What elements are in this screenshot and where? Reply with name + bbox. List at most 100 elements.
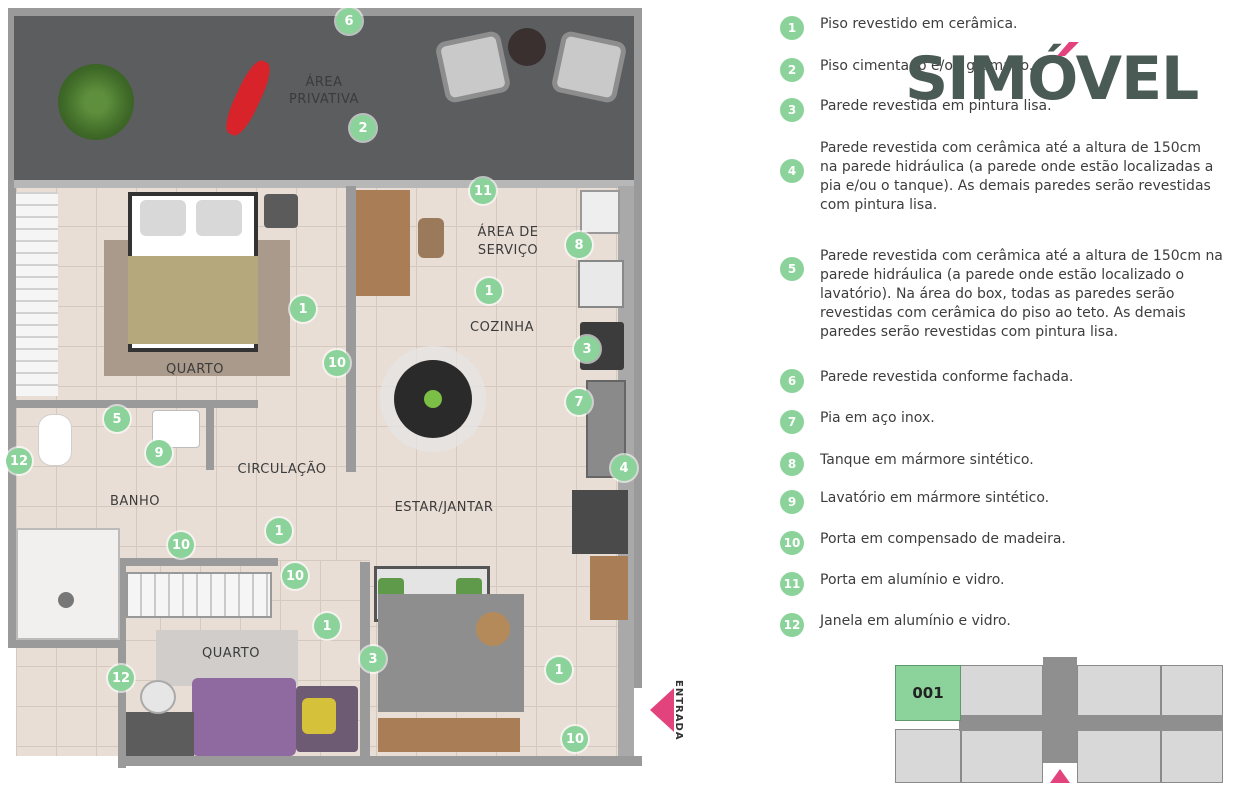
wall-banho-bottom xyxy=(8,640,120,648)
plan-badge: 10 xyxy=(168,532,194,558)
plan-badge: 12 xyxy=(108,665,134,691)
legend-text: Parede revestida conforme fachada. xyxy=(820,369,1074,385)
plan-badge: 7 xyxy=(566,389,592,415)
plan-badge: 10 xyxy=(324,350,350,376)
legend-number-badge: 11 xyxy=(780,572,804,596)
toilet xyxy=(38,414,72,466)
outer-wall-top xyxy=(8,8,642,18)
label-cozinha: COZINHA xyxy=(470,320,534,335)
plan-badge: 12 xyxy=(6,448,32,474)
plant-pot xyxy=(58,64,134,140)
pillow-bottom xyxy=(302,698,336,734)
shower-box xyxy=(16,528,120,640)
legend-number-badge: 7 xyxy=(780,410,804,434)
keyplan-unit xyxy=(1077,729,1161,783)
keyplan-unit xyxy=(961,729,1043,783)
legend-text: Piso cimentado e/ou gramado. xyxy=(820,58,1034,74)
legend-number-badge: 4 xyxy=(780,159,804,183)
bed-quarto-bottom xyxy=(192,678,296,756)
legend-number-badge: 3 xyxy=(780,98,804,122)
legend-item: 9 Lavatório em mármore sintético. xyxy=(780,489,1230,514)
side-table xyxy=(508,28,546,66)
plan-badge: 1 xyxy=(266,518,292,544)
rug-quarto-bottom xyxy=(156,630,298,686)
legend-item: 7 Pia em aço inox. xyxy=(780,409,1230,434)
plan-badge: 3 xyxy=(360,646,386,672)
chair-bottom xyxy=(140,680,176,714)
legend-number-badge: 2 xyxy=(780,58,804,82)
plan-badge: 11 xyxy=(470,178,496,204)
wall-quarto-right xyxy=(346,186,356,472)
legend-text: Parede revestida em pintura lisa. xyxy=(820,98,1052,114)
keyplan-core xyxy=(1043,657,1077,763)
table-plant xyxy=(424,390,442,408)
legend-number-badge: 1 xyxy=(780,16,804,40)
label-estar-jantar: ESTAR/JANTAR xyxy=(394,500,494,515)
plan-badge: 1 xyxy=(476,278,502,304)
legend-number-badge: 5 xyxy=(780,257,804,281)
plan-badge: 4 xyxy=(611,455,637,481)
legend-item: 6 Parede revestida conforme fachada. xyxy=(780,368,1230,393)
plan-badge: 1 xyxy=(290,296,316,322)
legend-text: Porta em alumínio e vidro. xyxy=(820,572,1005,588)
legend-number-badge: 8 xyxy=(780,452,804,476)
bed-blanket xyxy=(128,256,258,344)
legend-text: Pia em aço inox. xyxy=(820,410,935,426)
legend-item: 3 Parede revestida em pintura lisa. xyxy=(780,97,1230,122)
shelf xyxy=(590,556,628,620)
living-rug xyxy=(378,594,524,712)
coffee-table xyxy=(476,612,510,646)
plan-badge: 2 xyxy=(350,115,376,141)
wardrobe-top xyxy=(16,192,58,396)
legend-text: Porta em compensado de madeira. xyxy=(820,531,1066,547)
legend-text: Parede revestida com cerâmica até a altu… xyxy=(820,140,1214,213)
desk xyxy=(356,190,410,296)
label-area-privativa: ÁREA PRIVATIVA xyxy=(282,74,366,108)
legend-text: Janela em alumínio e vidro. xyxy=(820,613,1011,629)
label-quarto-top: QUARTO xyxy=(166,362,224,377)
legend-item: 12 Janela em alumínio e vidro. xyxy=(780,612,1230,637)
legend-number-badge: 6 xyxy=(780,369,804,393)
terrace-wall xyxy=(14,180,634,188)
wall-bottom xyxy=(118,756,642,766)
simovel-logo: SIMÓVEL xyxy=(905,42,1205,114)
laundry-sink xyxy=(580,190,620,234)
keyplan: 001 xyxy=(895,655,1227,785)
tv-console xyxy=(378,718,520,752)
keyplan-unit-active: 001 xyxy=(895,665,961,721)
legend-number-badge: 10 xyxy=(780,531,804,555)
legend-item: 8 Tanque em mármore sintético. xyxy=(780,451,1230,476)
desk-bottom xyxy=(126,712,194,756)
label-area-servico-line1: ÁREA DE xyxy=(477,225,539,240)
label-area-servico: ÁREA DE SERVIÇO xyxy=(466,224,550,260)
legend-item: 2 Piso cimentado e/ou gramado. xyxy=(780,57,1230,82)
wardrobe-bottom xyxy=(126,572,272,618)
outer-wall-left xyxy=(8,8,16,648)
legend-item: 1 Piso revestido em cerâmica. xyxy=(780,15,1230,40)
plan-badge: 1 xyxy=(314,613,340,639)
wall-quarto2-left xyxy=(118,558,126,768)
plan-badge: 5 xyxy=(104,406,130,432)
legend-item: 11 Porta em alumínio e vidro. xyxy=(780,571,1230,596)
keyplan-unit xyxy=(959,665,1043,721)
label-area-privativa-line1: ÁREA xyxy=(305,75,343,90)
plan-badge: 10 xyxy=(282,563,308,589)
keyplan-unit xyxy=(1161,729,1223,783)
legend-item: 4 Parede revestida com cerâmica até a al… xyxy=(780,139,1230,215)
keyplan-unit xyxy=(1077,665,1161,721)
keyplan-corridor xyxy=(959,715,1223,731)
entrance-label: ENTRADA xyxy=(673,680,684,741)
pillow-right xyxy=(196,200,242,236)
legend-text: Parede revestida com cerâmica até a altu… xyxy=(820,248,1223,340)
nightstand xyxy=(264,194,298,228)
legend-text: Lavatório em mármore sintético. xyxy=(820,490,1050,506)
floor-plan: ÁREA PRIVATIVA ÁREA DE SERVIÇO QUARTO CO… xyxy=(6,8,674,768)
logo-text: SIMÓVEL xyxy=(905,44,1199,114)
legend-text: Piso revestido em cerâmica. xyxy=(820,16,1018,32)
washing-machine xyxy=(578,260,624,308)
legend-text: Tanque em mármore sintético. xyxy=(820,452,1034,468)
plan-badge: 3 xyxy=(574,336,600,362)
keyplan-unit xyxy=(1161,665,1223,721)
wall-quarto2-top xyxy=(118,558,278,566)
plan-badge: 1 xyxy=(546,657,572,683)
